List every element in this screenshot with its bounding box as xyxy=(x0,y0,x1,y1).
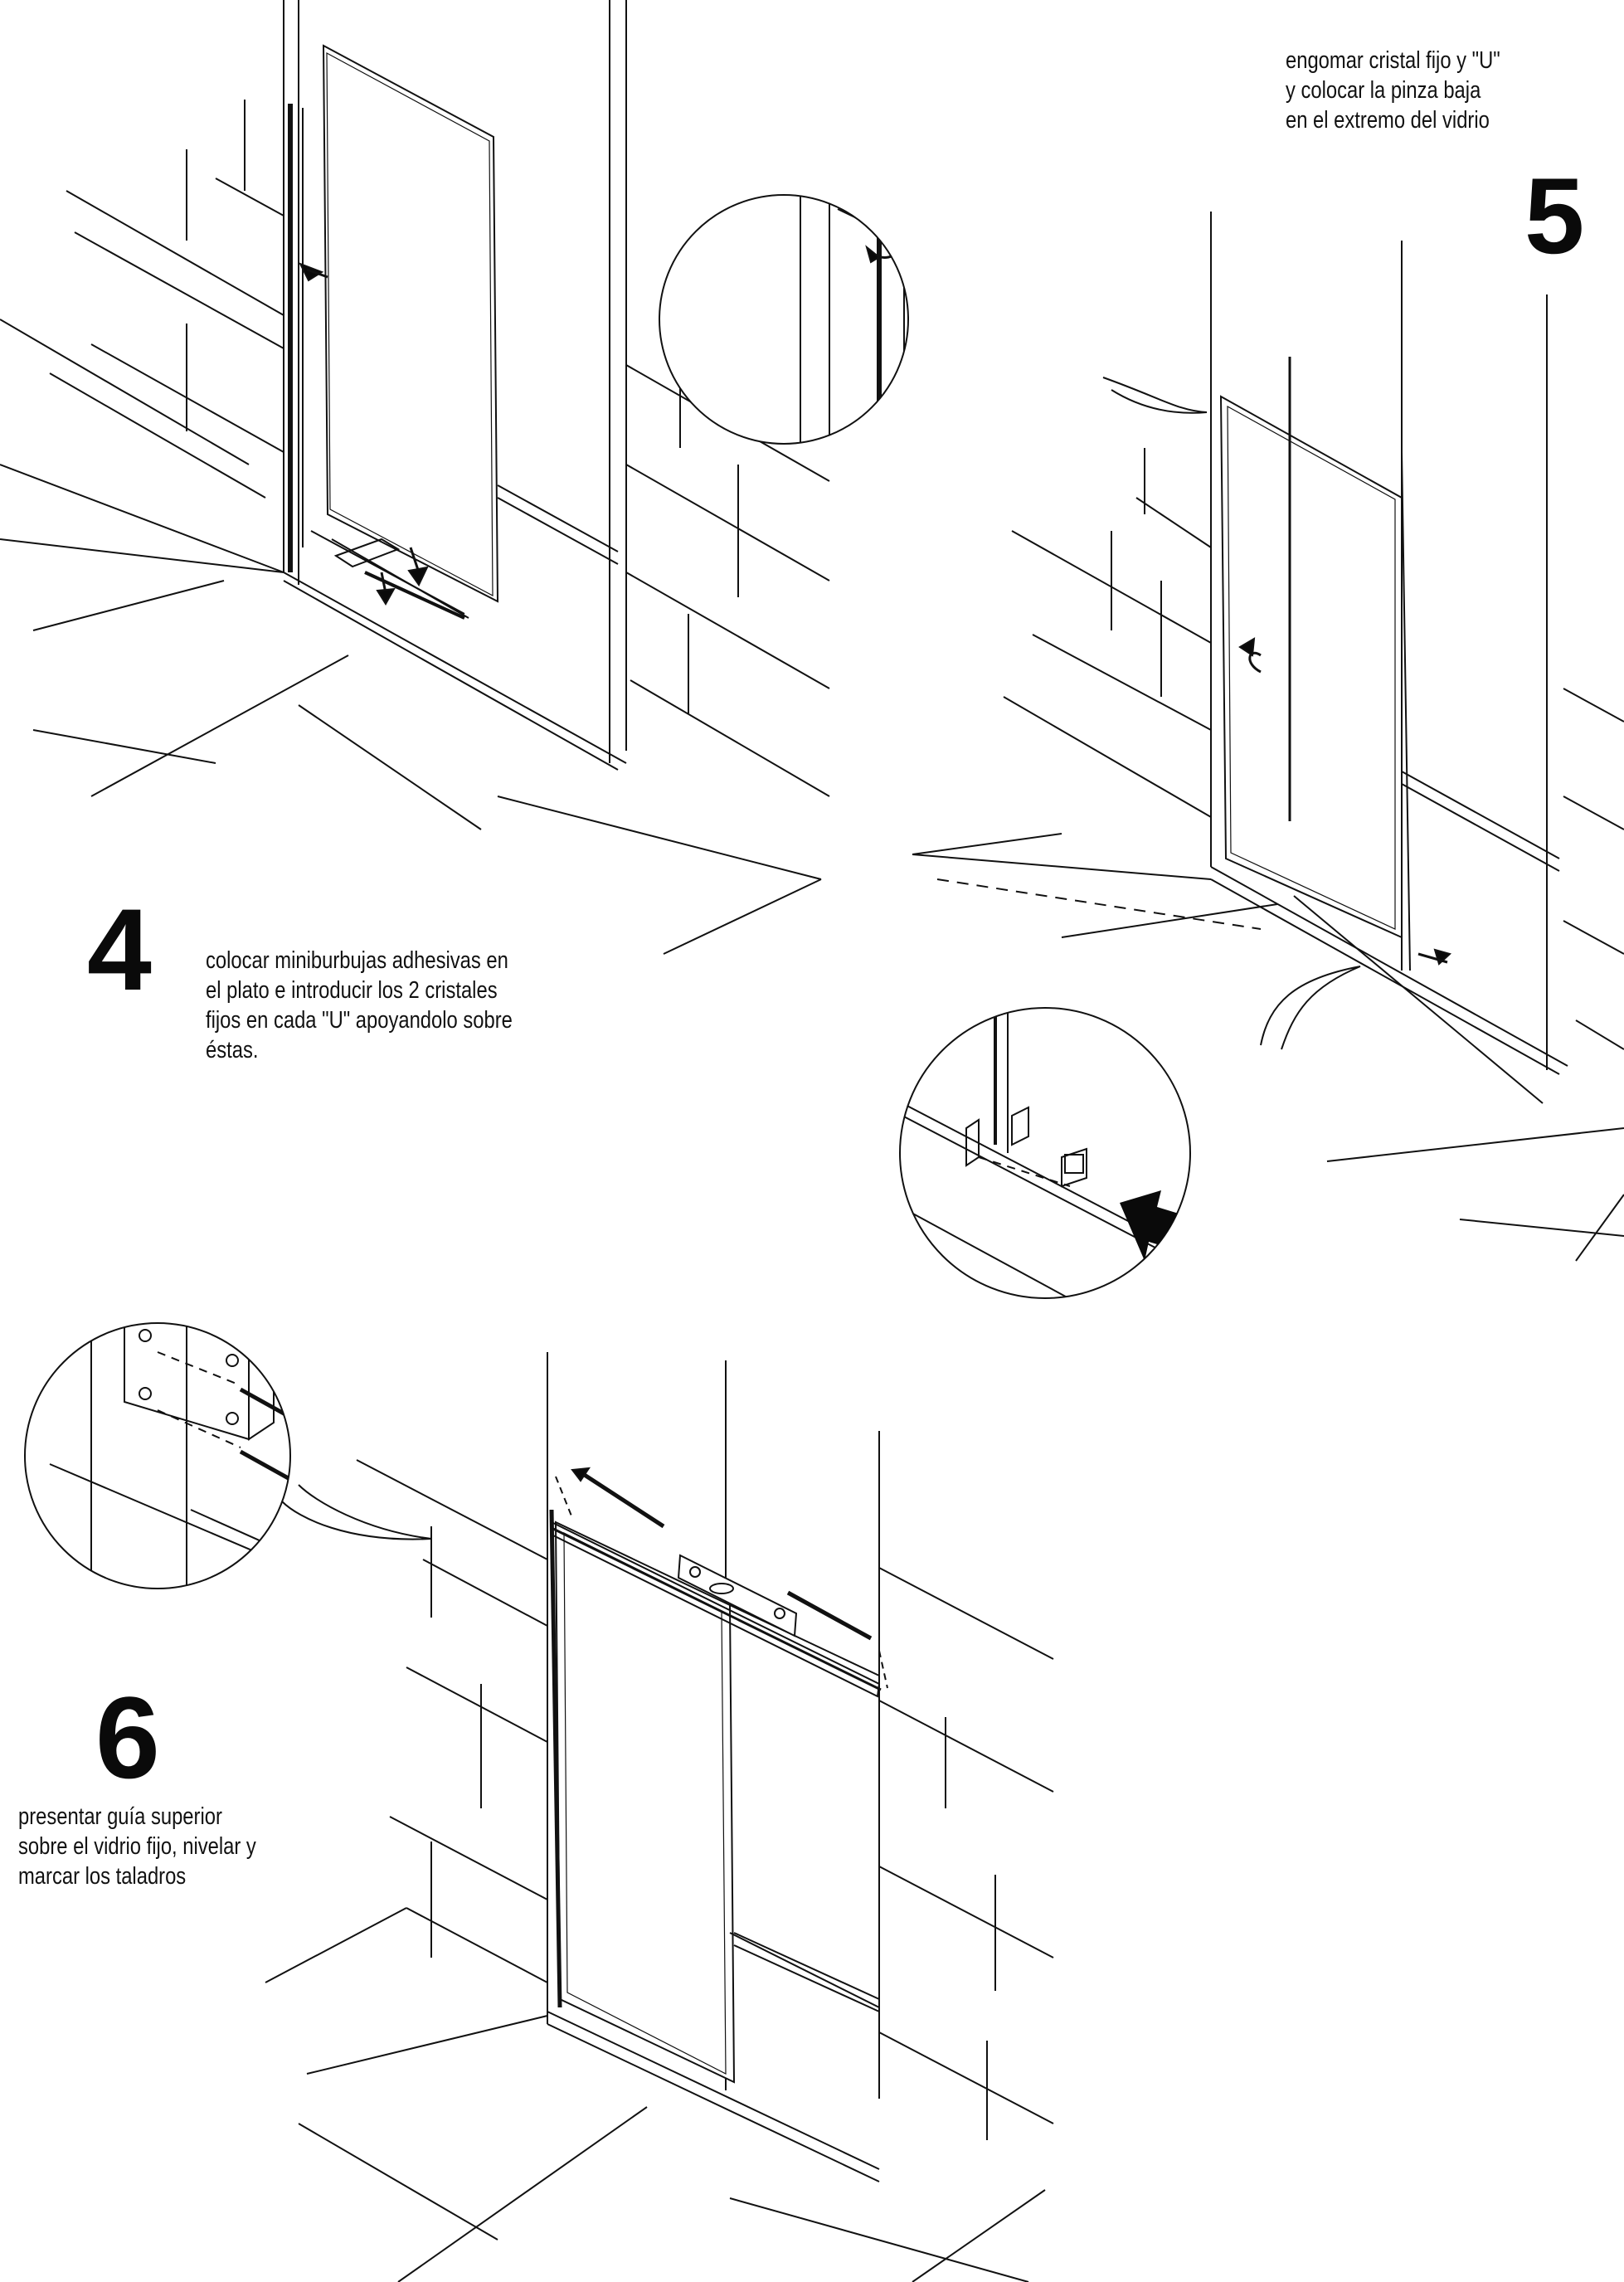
step-5-detail-lens xyxy=(659,66,1207,581)
step-6-caption: presentar guía superior sobre el vidrio … xyxy=(18,1802,256,1891)
step-5-caption: engomar cristal fijo y "U" y colocar la … xyxy=(1286,46,1500,135)
step-4-caption-line-4: éstas. xyxy=(206,1037,259,1063)
step-6-caption-line-1: presentar guía superior xyxy=(18,1803,222,1830)
step-5-caption-line-1: engomar cristal fijo y "U" xyxy=(1286,47,1500,74)
step-6-number: 6 xyxy=(95,1672,160,1803)
step-5-scene xyxy=(912,212,1624,1261)
step-4-caption: colocar miniburbujas adhesivas en el pla… xyxy=(206,946,513,1065)
step-4-number: 4 xyxy=(87,884,152,1014)
step-5-caption-line-3: en el extremo del vidrio xyxy=(1286,107,1490,134)
step-6-caption-line-2: sobre el vidrio fijo, nivelar y xyxy=(18,1833,256,1860)
step-4-caption-line-3: fijos en cada "U" apoyandolo sobre xyxy=(206,1007,513,1034)
step-4-caption-line-1: colocar miniburbujas adhesivas en xyxy=(206,947,508,974)
step-4-scene xyxy=(0,0,829,954)
step-5-caption-line-2: y colocar la pinza baja xyxy=(1286,77,1481,104)
step-5-bottom-detail-lens xyxy=(863,879,1360,1394)
step-6-caption-line-3: marcar los taladros xyxy=(18,1863,187,1890)
step-5-number: 5 xyxy=(1524,155,1585,276)
step-4-caption-line-2: el plato e introducir los 2 cristales xyxy=(206,977,498,1004)
step-6-scene xyxy=(265,1352,1053,2282)
step-6-detail-lens xyxy=(25,1290,431,1618)
